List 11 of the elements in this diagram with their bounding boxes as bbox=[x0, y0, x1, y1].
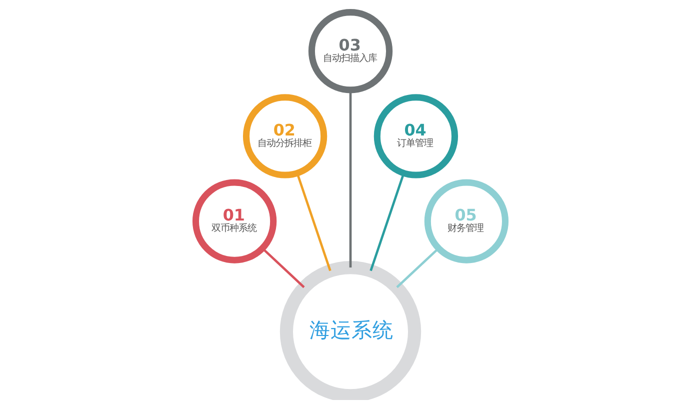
connector bbox=[296, 172, 331, 272]
connector bbox=[369, 172, 404, 272]
connector bbox=[348, 90, 352, 268]
node-circle: 04 订单管理 bbox=[373, 94, 458, 178]
node-circle: 02 自动分拆排柜 bbox=[242, 94, 327, 178]
node-circle: 海运系统 bbox=[279, 261, 421, 400]
connector bbox=[261, 248, 304, 288]
node-circle: 01 双币种系统 bbox=[192, 179, 276, 264]
connector bbox=[396, 248, 439, 288]
node-circle: 03 自动扫描入库 bbox=[308, 9, 392, 94]
node-circle: 05 财务管理 bbox=[424, 179, 508, 264]
